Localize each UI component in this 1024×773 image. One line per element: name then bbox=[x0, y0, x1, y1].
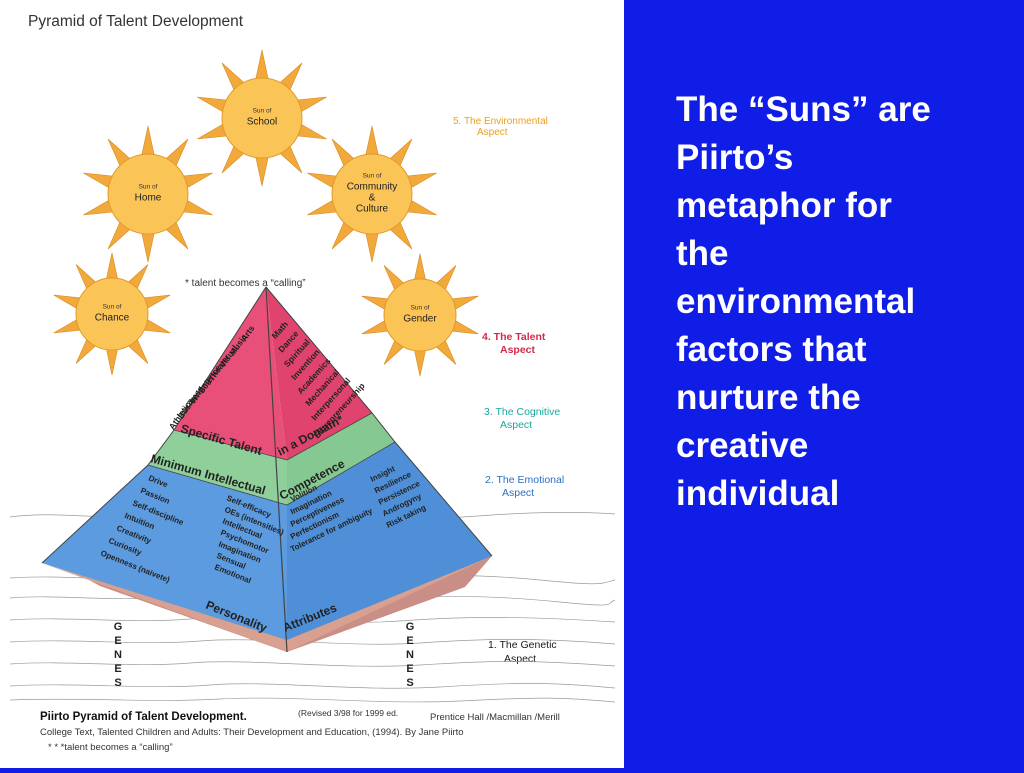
sun-small-label: Sun of bbox=[139, 184, 158, 191]
pyramid-talent-right bbox=[266, 287, 372, 460]
pyramid-figure-panel: Pyramid of Talent Development Sun of Scho… bbox=[0, 0, 624, 768]
body-line-5: environmental bbox=[676, 282, 916, 321]
calling-note: * talent becomes a “calling” bbox=[185, 278, 306, 289]
genes-letter: N bbox=[406, 649, 414, 661]
sun-name-label: School bbox=[247, 117, 278, 128]
sun-ray bbox=[255, 155, 269, 187]
sun-name-label: & bbox=[369, 193, 376, 204]
pyramid-emotional-left bbox=[42, 465, 287, 640]
sun-gender: Sun of Gender bbox=[361, 253, 479, 377]
genes-letter: S bbox=[114, 677, 121, 689]
emotional-traits-col3: VolitionImaginationPerceptivenessPerfect… bbox=[289, 483, 374, 554]
body-line-7: nurture the bbox=[676, 378, 861, 417]
genes-letter: S bbox=[406, 677, 413, 689]
sun-disc bbox=[221, 77, 303, 159]
genes-letter: E bbox=[114, 663, 121, 675]
body-line-9: individual bbox=[676, 474, 840, 513]
sun-name-label: Culture bbox=[356, 204, 389, 215]
aspect-environmental-line2: Aspect bbox=[477, 127, 508, 138]
pyramid-talent-left bbox=[174, 287, 287, 460]
sun-ray bbox=[365, 231, 379, 263]
genes-letter: E bbox=[406, 663, 413, 675]
sun-ray bbox=[105, 347, 119, 376]
caption-line2: College Text, Talented Children and Adul… bbox=[40, 727, 464, 738]
sun-small-label: Sun of bbox=[253, 108, 272, 115]
caption-publisher: Prentice Hall /Macmillan /Merill bbox=[430, 712, 560, 723]
sun-name-label: Chance bbox=[95, 313, 130, 324]
aspect-genetic-line2: Aspect bbox=[504, 653, 536, 665]
pyramid-cognitive-left bbox=[148, 430, 287, 505]
aspect-emotional-line2: Aspect bbox=[502, 487, 534, 499]
sun-disc bbox=[383, 278, 457, 352]
aspect-talent-line1: 4. The Talent bbox=[482, 331, 546, 343]
sun-small-label: Sun of bbox=[411, 305, 430, 312]
sun-ray bbox=[141, 231, 155, 263]
aspect-cognitive-line1: 3. The Cognitive bbox=[484, 406, 560, 418]
aspect-emotional-line1: 2. The Emotional bbox=[485, 474, 564, 486]
body-line-2: Piirto’s bbox=[676, 138, 794, 177]
sun-name-label: Community bbox=[347, 182, 398, 193]
caption-line3: * * *talent becomes a “calling” bbox=[48, 742, 173, 753]
caption-revised: (Revised 3/98 for 1999 ed. bbox=[298, 708, 398, 718]
sun-disc bbox=[331, 153, 413, 235]
sun-ray bbox=[255, 49, 269, 81]
aspect-genetic-line1: 1. The Genetic bbox=[488, 639, 557, 651]
aspect-environmental-line1: 5. The Environmental bbox=[453, 116, 548, 127]
body-line-4: the bbox=[676, 234, 729, 273]
sun-chance: Sun of Chance bbox=[53, 252, 171, 376]
genes-letter: E bbox=[114, 635, 121, 647]
caption-title: Piirto Pyramid of Talent Development. bbox=[40, 711, 247, 723]
sun-disc bbox=[75, 277, 149, 351]
sun-disc bbox=[107, 153, 189, 235]
sun-community: Sun of Community&Culture bbox=[307, 125, 437, 263]
sun-ray bbox=[141, 125, 155, 157]
genes-letter: N bbox=[114, 649, 122, 661]
genes-letter: E bbox=[406, 635, 413, 647]
body-line-8: creative bbox=[676, 426, 809, 465]
sun-name-label: Gender bbox=[403, 314, 437, 325]
sun-ray bbox=[105, 252, 119, 281]
sun-school: Sun of School bbox=[197, 49, 327, 187]
sun-home: Sun of Home bbox=[83, 125, 213, 263]
sun-ray bbox=[413, 253, 427, 282]
genes-letter: G bbox=[406, 621, 415, 633]
aspect-cognitive-line2: Aspect bbox=[500, 419, 532, 431]
sun-ray bbox=[413, 348, 427, 377]
body-line-1: The “Suns” are bbox=[676, 90, 931, 129]
pyramid-diagram: Pyramid of Talent Development Sun of Scho… bbox=[9, 13, 616, 753]
body-line-3: metaphor for bbox=[676, 186, 892, 225]
sun-small-label: Sun of bbox=[103, 304, 122, 311]
body-line-6: factors that bbox=[676, 330, 867, 369]
slide-body-text: The “Suns” are Piirto’s metaphor for the… bbox=[676, 86, 1016, 518]
diagram-title: Pyramid of Talent Development bbox=[28, 13, 244, 30]
genes-letter: G bbox=[114, 621, 123, 633]
pyramid-emotional-right bbox=[287, 442, 492, 640]
diagram-stage: Pyramid of Talent Development Sun of Scho… bbox=[9, 13, 616, 753]
sun-ray bbox=[365, 125, 379, 157]
pyramid bbox=[41, 286, 493, 653]
pyramid-cognitive-right bbox=[287, 413, 395, 505]
aspect-talent-line2: Aspect bbox=[500, 344, 536, 356]
sun-name-label: Home bbox=[135, 193, 162, 204]
sun-small-label: Sun of bbox=[363, 173, 382, 180]
